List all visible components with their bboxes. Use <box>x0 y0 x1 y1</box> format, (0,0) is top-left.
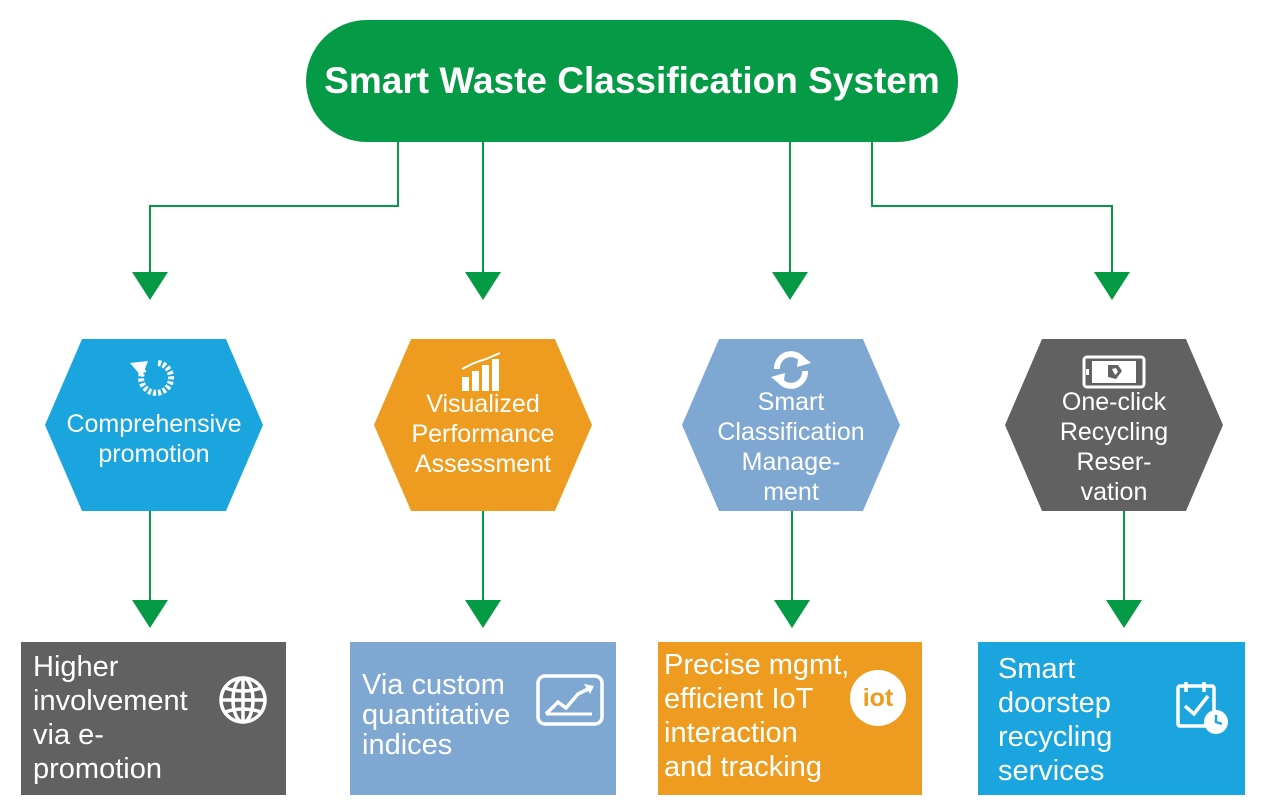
connector-line <box>149 140 399 282</box>
hex-label: Smart Classification Manage- ment <box>717 388 865 506</box>
outcome-text: Higher involvement via e- promotion <box>33 651 188 785</box>
arrow-down-icon <box>132 272 168 300</box>
line-chart-icon <box>536 674 604 726</box>
hex-visualized-performance-assessment: Visualized Performance Assessment <box>374 339 592 511</box>
outcome-box-involvement: Higher involvement via e- promotion <box>21 642 286 795</box>
calendar-check-icon <box>1176 682 1228 734</box>
hex-comprehensive-promotion: Comprehensive promotion <box>45 339 263 511</box>
outcome-text: Smart doorstep recycling services <box>998 653 1113 787</box>
outcome-box-iot-management: Precise mgmt, efficient IoT interaction … <box>658 642 922 795</box>
outcome-box-quantitative-indices: Via custom quantitative indices <box>350 642 616 795</box>
iot-icon: iot <box>850 670 906 726</box>
arrow-down-icon <box>1106 600 1142 628</box>
outcome-text: Precise mgmt, efficient IoT interaction … <box>664 649 850 783</box>
hex-label: Comprehensive promotion <box>66 410 242 468</box>
tablet-icon <box>1082 355 1146 389</box>
sync-icon <box>771 351 811 389</box>
connector-line <box>871 140 1113 282</box>
hex-label: One-click Recycling Reser- vation <box>1059 388 1169 506</box>
refresh-dots-icon <box>130 360 175 396</box>
hex-label: Visualized Performance Assessment <box>411 390 555 478</box>
arrow-down-icon <box>774 600 810 628</box>
arrow-down-icon <box>132 600 168 628</box>
system-title: Smart Waste Classification System <box>306 20 958 142</box>
arrow-down-icon <box>465 272 501 300</box>
outcome-box-doorstep-recycling: Smart doorstep recycling services <box>978 642 1245 795</box>
hex-smart-classification-management: Smart Classification Manage- ment <box>682 339 900 511</box>
arrow-down-icon <box>1094 272 1130 300</box>
iot-icon-label: iot <box>862 684 894 712</box>
globe-icon <box>219 676 267 724</box>
hex-one-click-recycling-reservation: One-click Recycling Reser- vation <box>1005 339 1223 511</box>
arrow-down-icon <box>772 272 808 300</box>
arrow-down-icon <box>465 600 501 628</box>
outcome-text: Via custom quantitative indices <box>362 669 511 761</box>
bar-chart-icon <box>461 352 501 391</box>
